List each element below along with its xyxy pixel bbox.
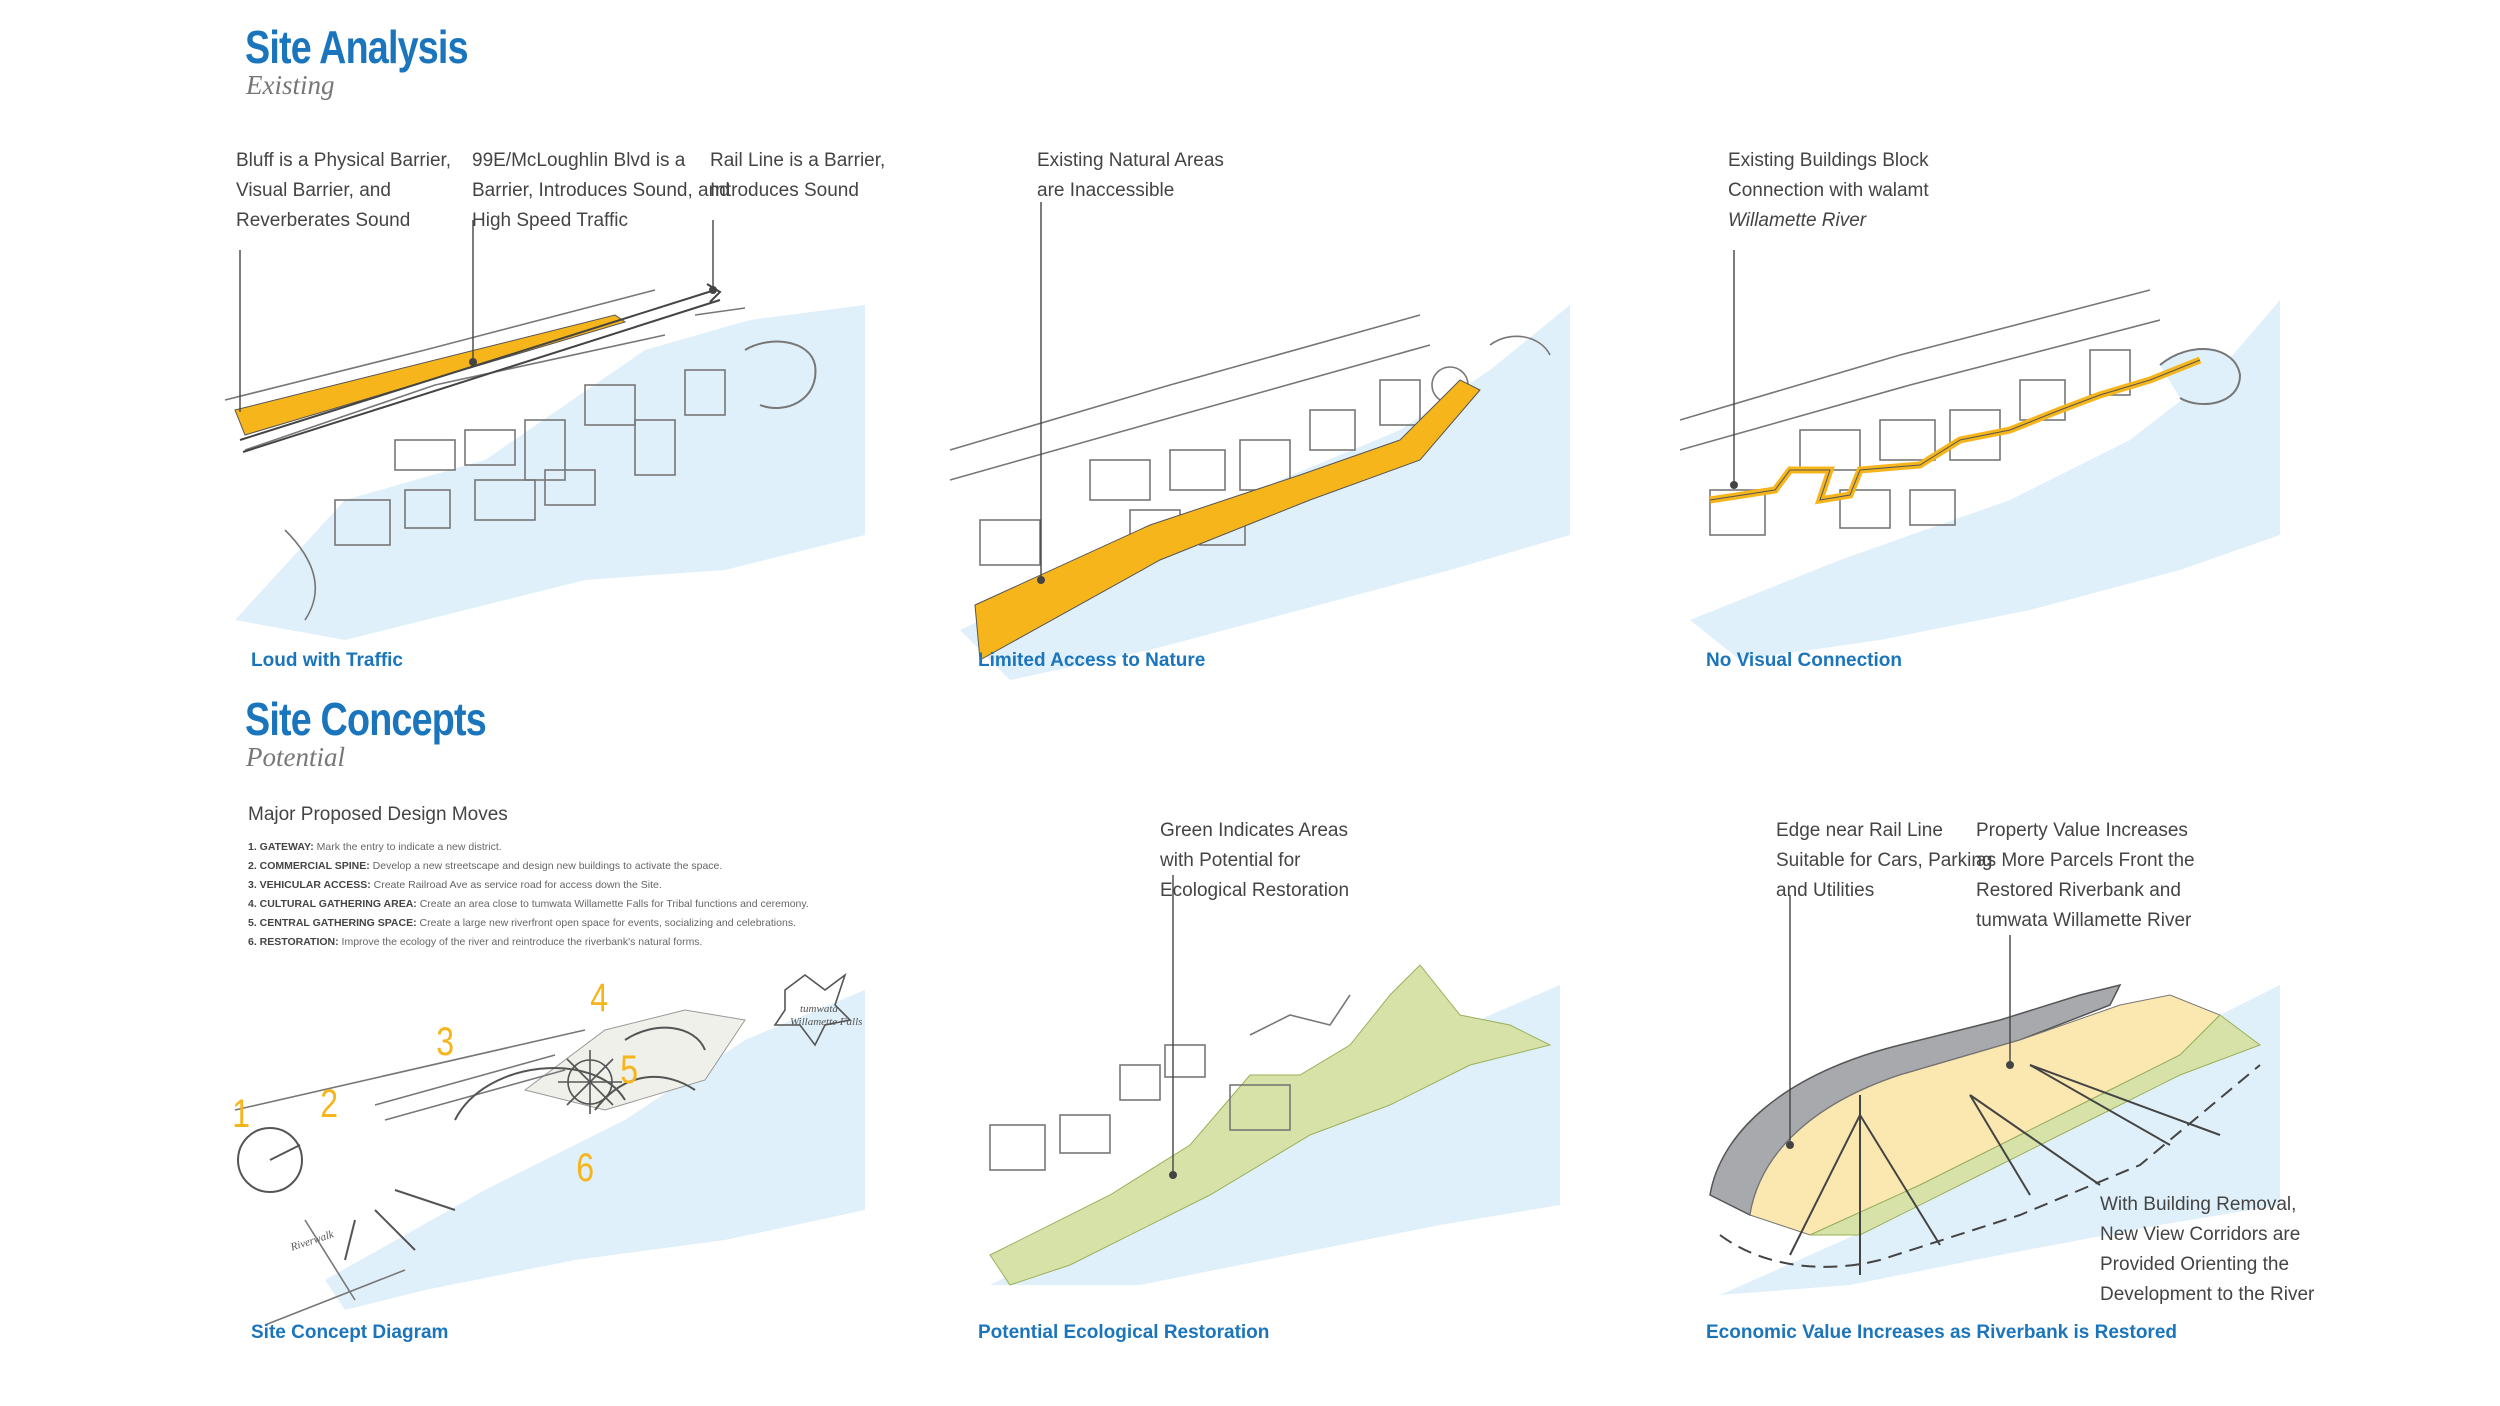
- design-move-item: 2. COMMERCIAL SPINE: Develop a new stree…: [248, 860, 723, 872]
- callout-green-areas: Green Indicates Areas with Potential for…: [1160, 820, 1350, 901]
- caption-limited-access: Limited Access to Nature: [978, 650, 1206, 671]
- design-moves-title: Major Proposed Design Moves: [248, 804, 508, 825]
- callout-rail-line: Rail Line is a Barrier, Introduces Sound: [710, 150, 886, 201]
- callout-natural-areas: Existing Natural Areas are Inaccessible: [1037, 150, 1224, 201]
- concept-diagram-sketch: [234, 972, 865, 1326]
- design-move-item: 3. VEHICULAR ACCESS: Create Railroad Ave…: [248, 879, 662, 891]
- caption-site-concept-diagram: Site Concept Diagram: [251, 1322, 449, 1343]
- nature-sketch: [949, 202, 1570, 680]
- site-concepts-subtitle: Potential: [246, 742, 345, 772]
- concept-number-4: 4: [590, 976, 609, 1020]
- caption-loud-with-traffic: Loud with Traffic: [251, 650, 403, 671]
- callout-view-corridors: With Building Removal, New View Corridor…: [2100, 1194, 2315, 1305]
- callout-rail-edge: Edge near Rail Line Suitable for Cars, P…: [1776, 820, 1993, 901]
- falls-label-bottom: Willamette Falls: [790, 1016, 863, 1028]
- site-analysis-subtitle: Existing: [246, 70, 335, 100]
- callout-mcloughlin: 99E/McLoughlin Blvd is a Barrier, Introd…: [472, 150, 730, 231]
- concept-number-1: 1: [232, 1092, 251, 1136]
- analysis-panel-visual: [1679, 140, 2290, 690]
- caption-economic-value: Economic Value Increases as Riverbank is…: [1706, 1322, 2178, 1343]
- caption-no-visual-connection: No Visual Connection: [1706, 650, 1903, 671]
- site-concepts-title: Site Concepts: [245, 693, 487, 745]
- design-move-item: 1. GATEWAY: Mark the entry to indicate a…: [248, 841, 502, 853]
- visual-connection-sketch: [1679, 250, 2280, 660]
- concept-number-5: 5: [620, 1048, 639, 1092]
- design-move-item: 6. RESTORATION: Improve the ecology of t…: [248, 936, 703, 948]
- design-move-item: 4. CULTURAL GATHERING AREA: Create an ar…: [248, 898, 809, 910]
- concept-number-6: 6: [576, 1146, 595, 1190]
- analysis-panel-traffic: [224, 140, 865, 690]
- traffic-sketch: [224, 220, 865, 640]
- restoration-sketch: [989, 875, 1560, 1286]
- concept-number-3: 3: [436, 1020, 455, 1064]
- concept-panel-economic: [1700, 815, 2300, 1305]
- concept-panel-restoration: [989, 815, 1560, 1295]
- site-analysis-title: Site Analysis: [245, 21, 469, 73]
- callout-property-value: Property Value Increases as More Parcels…: [1976, 820, 2195, 931]
- callout-existing-buildings: Existing Buildings Block Connection with…: [1728, 150, 1929, 231]
- design-move-item: 5. CENTRAL GATHERING SPACE: Create a lar…: [248, 917, 796, 929]
- concept-panel-diagram: [225, 970, 865, 1326]
- concept-number-2: 2: [320, 1082, 339, 1126]
- design-moves-list: Major Proposed Design Moves 1. GATEWAY: …: [248, 804, 809, 952]
- caption-ecological-restoration: Potential Ecological Restoration: [978, 1322, 1270, 1343]
- analysis-panel-nature: [949, 140, 1570, 690]
- callout-bluff: Bluff is a Physical Barrier, Visual Barr…: [236, 150, 452, 231]
- falls-label-top: tumwata: [800, 1003, 838, 1015]
- economic-value-sketch: [1709, 895, 2280, 1295]
